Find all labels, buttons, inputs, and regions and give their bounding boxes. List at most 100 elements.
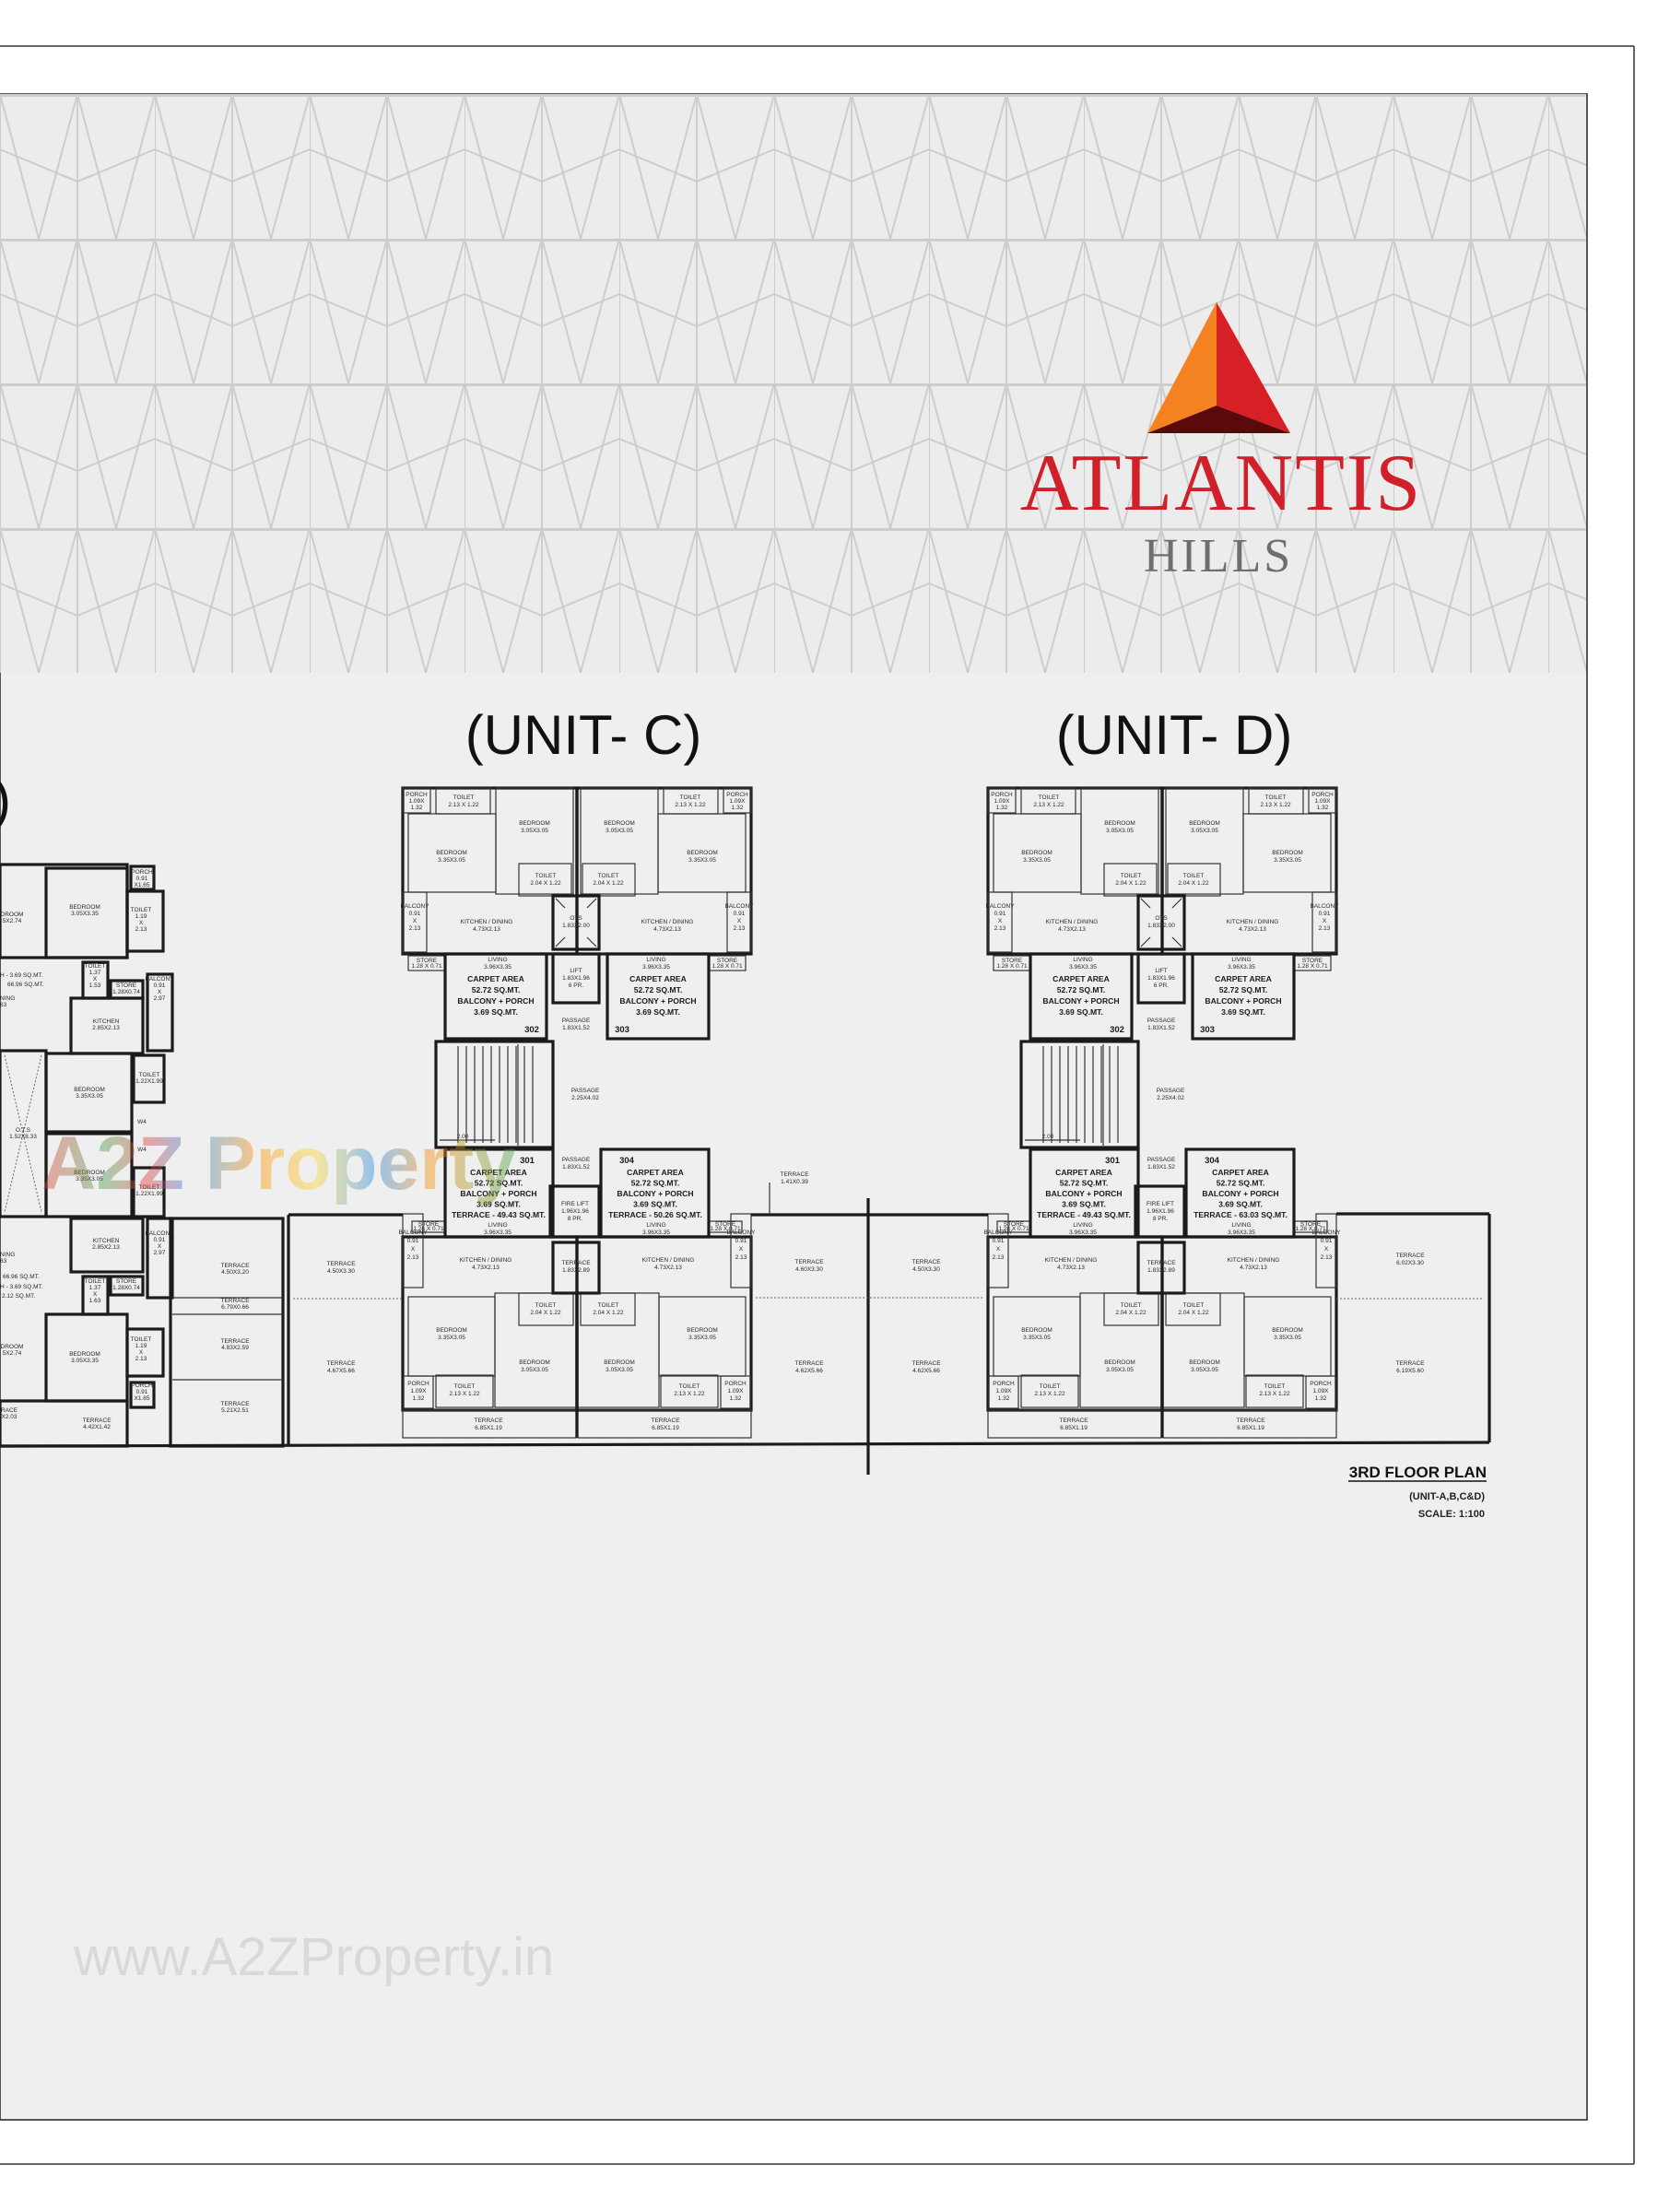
room-label-terrace: TERRACE	[474, 1418, 503, 1424]
fire-lift-label: FIRE LIFT	[561, 1201, 589, 1207]
room-label-kitchen: KITCHEN / DINING	[460, 1257, 512, 1264]
room-label-bed-b: 3.35X3.05	[688, 1335, 716, 1341]
carpet-area-box	[599, 1147, 711, 1239]
ots-label: 1.83X2.00	[1147, 923, 1175, 929]
room-label-balcony: X	[411, 1246, 416, 1253]
room-label-terrace: 6.85X1.19	[1060, 1425, 1088, 1431]
room-label-porch: 1.09X	[730, 798, 747, 805]
flat-number: 302	[524, 1025, 539, 1035]
room-label: 4.62X5.66	[912, 1368, 940, 1374]
room-label: TERRACE	[780, 1171, 809, 1178]
carpet-area-text: 3.69 SQ.MT.	[476, 1200, 521, 1209]
room-toilet-b	[518, 863, 572, 897]
partial-unit-label: 2.97	[154, 1250, 166, 1256]
room-label-bed-a: BEDROOM	[519, 820, 550, 827]
partial-unit-label: 6.79X0.66	[221, 1304, 249, 1311]
carpet-area-box	[606, 952, 711, 1041]
stair-width: 2.00	[1042, 1134, 1054, 1140]
room-label-terrace: 6.85X1.19	[652, 1425, 679, 1431]
room-label-toilet-b: 2.04 X 1.22	[1178, 1310, 1209, 1316]
room-label-toilet-a: 2.13 X 1.22	[1034, 1391, 1065, 1397]
room-label-toilet-b: TOILET	[598, 873, 619, 879]
lift-label: LIFT	[1155, 968, 1167, 974]
room-label-living: 3.96X3.35	[1069, 1230, 1097, 1236]
room-label-store: 1.28 X 0.71	[996, 963, 1028, 970]
partial-unit-label: W4	[137, 1147, 147, 1153]
partial-unit-label: TOILET	[85, 963, 106, 970]
room-label-kitchen: 4.73X2.13	[1058, 926, 1086, 933]
room-label-living: LIVING	[1073, 957, 1092, 963]
room-label-toilet-b: TOILET	[535, 1302, 557, 1309]
wall-line	[555, 936, 566, 947]
room-bed-b	[1242, 813, 1332, 893]
room-label-toilet-b: 2.04 X 1.22	[530, 1310, 561, 1316]
room-balcony	[987, 891, 1013, 953]
stair-passage-label: 2.25X4.02	[1157, 1095, 1184, 1101]
room-label-bed-a: BEDROOM	[519, 1359, 550, 1366]
partial-unit-label: 4.83X2.59	[221, 1345, 249, 1351]
room-label-kitchen: KITCHEN / DINING	[642, 1257, 695, 1264]
room-label-living: LIVING	[488, 1222, 507, 1229]
room-label-porch: 1.32	[996, 805, 1008, 811]
fire-lift-label: FIRE LIFT	[1146, 1201, 1174, 1207]
room-label-porch: PORCH	[991, 792, 1013, 798]
flat-number: 304	[619, 1156, 635, 1166]
ots-label: OTS	[1155, 915, 1168, 922]
room-label-toilet-a: TOILET	[679, 1383, 700, 1390]
room-label-porch: PORCH	[726, 792, 748, 798]
partial-unit-label: X	[93, 1291, 98, 1298]
carpet-area-text: CARPET AREA	[629, 974, 687, 983]
room-label-toilet-b: TOILET	[1183, 1302, 1205, 1309]
room-outline	[146, 1217, 174, 1300]
carpet-area-text: BALCONY + PORCH	[619, 996, 696, 1006]
carpet-area-text: 3.69 SQ.MT.	[1062, 1200, 1106, 1209]
room-label-kitchen: 4.73X2.13	[473, 926, 500, 933]
room-label-porch: 1.09X	[1313, 1388, 1330, 1394]
room-label-toilet-a: TOILET	[454, 1383, 476, 1390]
room-label-store: STORE	[1002, 958, 1023, 964]
room-label-kitchen: 4.73X2.13	[653, 926, 681, 933]
flat-number: 302	[1110, 1025, 1124, 1035]
room-label-bed-b: 3.35X3.05	[1274, 1335, 1301, 1341]
room-label-toilet-a: TOILET	[1264, 1383, 1286, 1390]
partial-unit-label: TOILET	[131, 907, 152, 913]
room-label-balcony: 2.13	[735, 1254, 747, 1261]
room-porch	[988, 1375, 1019, 1409]
room-label-bed-a: 3.05X3.05	[521, 828, 548, 834]
room-label-bed-b: 3.35X3.05	[1023, 1335, 1051, 1341]
room-label-store: 1.28 X 0.71	[411, 963, 442, 970]
room-label-terrace: 6.85X1.19	[1237, 1425, 1264, 1431]
room-label: 4.50X3.30	[327, 1268, 355, 1275]
passage-label: PASSAGE	[1147, 1018, 1176, 1024]
carpet-area-text: BALCONY + PORCH	[460, 1189, 536, 1198]
room-label: TERRACE	[794, 1259, 824, 1265]
room-label-bed-b: 3.35X3.05	[438, 1335, 465, 1341]
partial-unit-label: 2.12 SQ.MT.	[2, 1293, 35, 1300]
carpet-area-text: 3.69 SQ.MT.	[633, 1200, 677, 1209]
room-toilet-b	[1167, 863, 1221, 897]
room-label-bed-b: 3.35X3.05	[688, 857, 716, 864]
room-label-toilet-a: TOILET	[453, 794, 475, 801]
carpet-area-text: 52.72 SQ.MT.	[1219, 985, 1268, 994]
partial-unit-label: 1.53	[89, 982, 101, 989]
room-balcony	[987, 1213, 1009, 1288]
room-label-bed-a: 3.05X3.05	[521, 1367, 548, 1373]
room-label-bed-a: BEDROOM	[1189, 820, 1220, 827]
partial-unit-label: X	[139, 1349, 144, 1356]
room-porch	[403, 1375, 434, 1409]
room-toilet-b	[582, 863, 636, 897]
wall-line	[4, 1054, 42, 1213]
room-label-porch: 1.09X	[994, 798, 1011, 805]
room-label-kitchen: KITCHEN / DINING	[1046, 919, 1099, 925]
lift-label: LIFT	[570, 968, 582, 974]
room-porch	[1305, 1375, 1336, 1409]
room-label: 6.02X3.30	[1396, 1260, 1424, 1266]
room-label-bed-a: 3.05X3.05	[1106, 1367, 1134, 1373]
room-label-toilet-b: 2.04 X 1.22	[593, 880, 624, 887]
brand-logo: ATLANTIS HILLS	[1020, 302, 1420, 582]
watermark-a2z: A2Z Property	[41, 1122, 516, 1206]
room-label-toilet-b: TOILET	[1121, 873, 1142, 879]
